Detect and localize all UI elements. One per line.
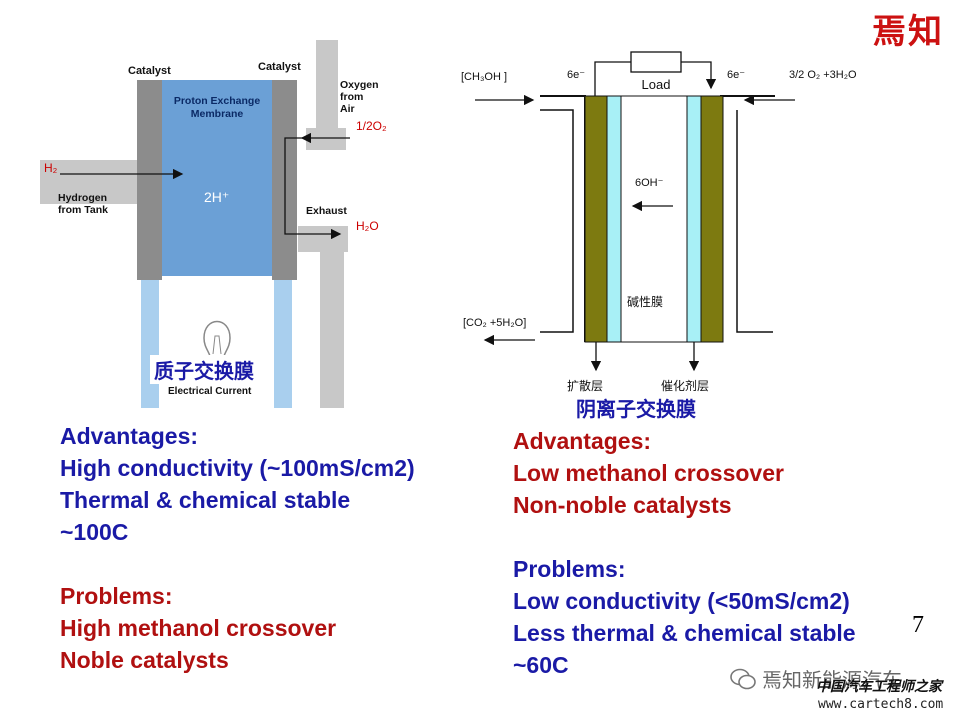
alkaline-membrane-label: 碱性膜 <box>627 295 663 309</box>
left-advantage-item: Thermal & chemical stable <box>60 487 351 513</box>
spacer <box>513 521 856 553</box>
yanzhi-logo: 焉知 <box>872 12 944 52</box>
membrane-label-line2: Membrane <box>191 108 244 120</box>
left-problems-title: Problems: <box>60 583 173 609</box>
exhaust-pipe-vertical <box>320 226 344 408</box>
anode-inner-wall <box>540 109 574 333</box>
hydrogen-label-line1: Hydrogen <box>58 192 107 204</box>
oxygen-label-line2: from <box>340 91 363 103</box>
right-text-block: Advantages: Low methanol crossover Non-n… <box>513 425 856 681</box>
right-advantage-item: Non-noble catalysts <box>513 492 732 518</box>
diffusion-layer-right <box>700 95 724 343</box>
oxygen-formula: 1/2O₂ <box>356 119 387 133</box>
catalyst-layer-right <box>686 95 702 343</box>
site-url-watermark: www.cartech8.com <box>818 697 944 712</box>
left-advantage-item: High conductivity (~100mS/cm2) <box>60 455 415 481</box>
diffusion-layer-left <box>584 95 608 343</box>
hydrogen-pipe <box>40 160 140 204</box>
catalyst-layer-label: 催化剂层 <box>661 378 709 393</box>
left-problem-item: Noble catalysts <box>60 647 229 673</box>
hydrogen-label-line2: from Tank <box>58 204 108 216</box>
exhaust-label: Exhaust <box>306 205 347 217</box>
site-name-watermark: 中国汽车工程师之家 <box>816 679 942 695</box>
left-problem-item: High methanol crossover <box>60 615 337 641</box>
right-advantages-title: Advantages: <box>513 428 652 454</box>
catalyst-left-label: Catalyst <box>128 65 171 77</box>
wechat-icon <box>730 668 756 689</box>
oxidant-label: 3/2 O₂ +3H₂O <box>789 69 857 81</box>
hydroxide-label: 6OH⁻ <box>635 177 664 189</box>
oxygen-label-line1: Oxygen <box>340 79 379 91</box>
right-problem-item: ~60C <box>513 652 569 678</box>
circuit-left <box>594 61 631 96</box>
left-lead <box>141 278 159 408</box>
catalyst-layer-left <box>606 95 622 343</box>
right-problem-item: Low conductivity (<50mS/cm2) <box>513 588 850 614</box>
wechat-watermark: 焉知新能源汽车 <box>730 664 902 693</box>
load-label: Load <box>642 77 671 92</box>
catalyst-right-label: Catalyst <box>258 61 301 73</box>
methanol-label: [CH₃OH ] <box>461 71 507 83</box>
pem-fuel-cell-diagram: Catalyst Catalyst Proton Exchange Membra… <box>40 40 387 408</box>
oxygen-path-arrow <box>284 137 342 240</box>
left-text-block: Advantages: High conductivity (~100mS/cm… <box>60 420 415 676</box>
membrane-label-line1: Proton Exchange <box>174 95 261 107</box>
circuit-right <box>681 61 717 90</box>
diffusion-layer-label: 扩散层 <box>567 378 603 393</box>
catalyst-left <box>137 80 162 280</box>
right-advantage-item: Low methanol crossover <box>513 460 784 486</box>
proton-label: 2H⁺ <box>204 189 229 205</box>
anion-exchange-membrane-caption: 阴离子交换膜 <box>572 393 700 422</box>
proton-exchange-membrane-caption: 质子交换膜 <box>150 355 258 384</box>
anion-exchange-membrane-diagram: Load 6e⁻ 6e⁻ [CH₃OH ] 3/2 O₂ +3H₂O 6OH⁻ … <box>461 51 857 393</box>
exhaust-products-label: [CO₂ +5H₂O] <box>463 317 526 329</box>
left-advantages-title: Advantages: <box>60 423 199 449</box>
right-problems-title: Problems: <box>513 556 626 582</box>
hydrogen-formula: H₂ <box>44 161 58 175</box>
electrical-current-label: Electrical Current <box>168 386 252 397</box>
oxygen-label-line3: Air <box>340 103 355 115</box>
load-box <box>630 51 682 73</box>
cathode-wall <box>736 110 773 333</box>
spacer <box>60 548 415 580</box>
left-advantage-item: ~100C <box>60 519 129 545</box>
page-number: 7 <box>912 612 924 638</box>
right-lead <box>274 278 292 408</box>
electron-right: 6e⁻ <box>727 69 745 81</box>
wechat-account-name: 焉知新能源汽车 <box>762 668 902 692</box>
right-problem-item: Less thermal & chemical stable <box>513 620 856 646</box>
anode-wall <box>540 95 586 342</box>
electron-left: 6e⁻ <box>567 69 585 81</box>
oxygen-pipe-vertical <box>316 40 338 150</box>
water-formula: H₂O <box>356 219 379 233</box>
